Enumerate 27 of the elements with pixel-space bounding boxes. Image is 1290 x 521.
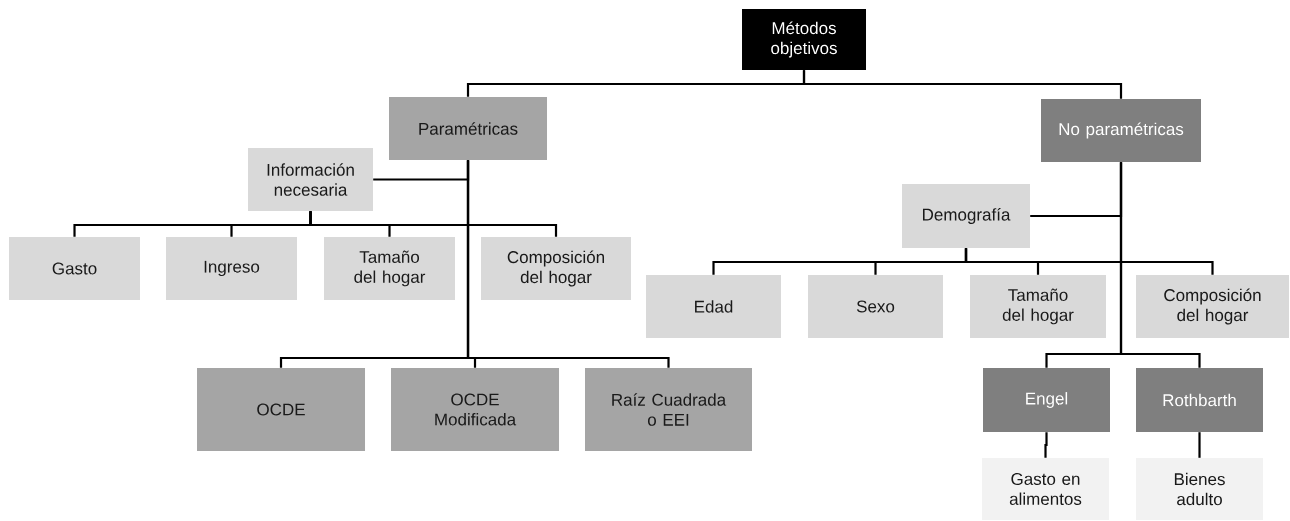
connector-line: [1044, 432, 1048, 458]
group-box: Información necesaria: [248, 148, 373, 211]
item-box: Bienes adulto: [1136, 458, 1263, 520]
method-box: Rothbarth: [1136, 368, 1263, 432]
connector-line: [1198, 432, 1201, 458]
item-box: Tamaño del hogar: [324, 237, 455, 300]
item-box: Gasto en alimentos: [982, 458, 1109, 520]
item-box: Tamaño del hogar: [970, 275, 1106, 338]
item-box: Ingreso: [166, 237, 297, 300]
category-box: No paramétricas: [1041, 99, 1201, 162]
item-box: Composición del hogar: [1136, 275, 1289, 338]
group-box: Demografía: [902, 184, 1030, 248]
item-box: Gasto: [9, 237, 140, 300]
method-box: Engel: [983, 368, 1110, 432]
method-box: OCDE Modificada: [391, 368, 559, 451]
connector-line: [309, 211, 558, 237]
method-box: OCDE: [197, 368, 365, 451]
connector-line: [466, 160, 670, 368]
item-box: Composición del hogar: [481, 237, 631, 300]
connector-line: [802, 70, 1123, 99]
item-box: Edad: [646, 275, 781, 338]
item-box: Sexo: [808, 275, 943, 338]
category-box: Paramétricas: [389, 97, 547, 160]
root-box: Métodos objetivos: [742, 9, 866, 70]
method-box: Raíz Cuadrada o EEI: [585, 368, 752, 451]
connector-line: [964, 248, 1214, 275]
connector-line: [1119, 162, 1201, 368]
